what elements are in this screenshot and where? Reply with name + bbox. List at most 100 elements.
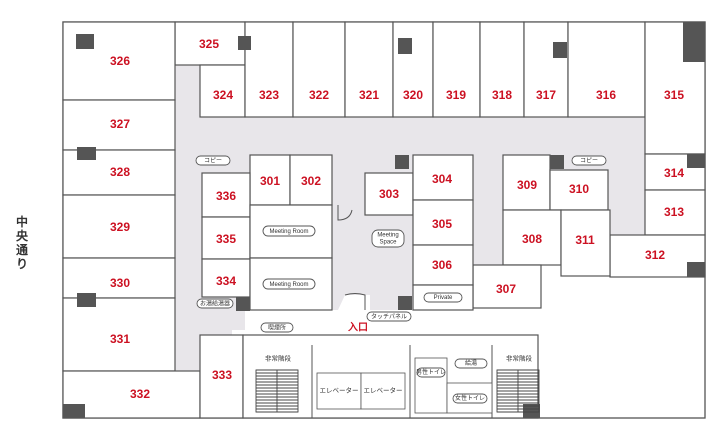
smoking-room-label: 喫煙所 bbox=[268, 324, 286, 332]
room-label-303: 303 bbox=[379, 187, 399, 201]
room-320[interactable] bbox=[392, 21, 434, 118]
smoking-room-pill bbox=[260, 322, 294, 333]
room-307[interactable] bbox=[472, 264, 542, 309]
door-arc-entrance bbox=[344, 293, 366, 310]
room-321[interactable] bbox=[344, 21, 394, 118]
street-label-char: 通 bbox=[16, 242, 28, 257]
room-label-307: 307 bbox=[496, 282, 516, 296]
elevator-2-label: エレベーター bbox=[364, 386, 403, 395]
meeting-room-1-pill[interactable] bbox=[262, 225, 316, 237]
room-label-319: 319 bbox=[446, 88, 466, 102]
emergency-stairs-right-graphic bbox=[496, 369, 540, 413]
room-label-324: 324 bbox=[213, 88, 233, 102]
meeting-space-label-2: Space bbox=[379, 240, 397, 246]
private-label: Private bbox=[434, 295, 453, 301]
emergency-stairs-left-label: 非常階段 bbox=[265, 354, 292, 363]
corridor bbox=[175, 65, 645, 415]
kitchen-left-label: お湯給湯器 bbox=[200, 300, 230, 308]
mens-toilet-pill bbox=[416, 367, 446, 378]
room-334[interactable] bbox=[201, 258, 251, 298]
room-313[interactable] bbox=[644, 189, 706, 236]
kitchen-right-pill bbox=[454, 358, 488, 369]
meeting-space-label-1: Meeting bbox=[377, 233, 398, 239]
kitchen-right-label: 給湯 bbox=[465, 359, 477, 367]
street-label-char: 央 bbox=[16, 228, 29, 243]
room-label-311: 311 bbox=[575, 233, 595, 247]
mens-toilet-label: 男性トイレ bbox=[416, 368, 446, 376]
emergency-stairs-right-label: 非常階段 bbox=[506, 354, 533, 363]
room-label-334: 334 bbox=[216, 274, 236, 288]
meeting-room-2-pill[interactable] bbox=[262, 278, 316, 290]
room-317[interactable] bbox=[523, 21, 569, 118]
room-331[interactable] bbox=[62, 297, 176, 372]
room-label-321: 321 bbox=[359, 88, 379, 102]
emergency-stairs-left-graphic bbox=[255, 369, 299, 413]
room-306[interactable] bbox=[412, 244, 474, 286]
room-label-323: 323 bbox=[259, 88, 279, 102]
room-label-332: 332 bbox=[130, 387, 150, 401]
room-label-326: 326 bbox=[110, 54, 130, 68]
copy-pill-2 bbox=[571, 155, 607, 166]
room-333[interactable] bbox=[199, 334, 244, 419]
private-pill[interactable] bbox=[423, 292, 463, 303]
room-label-335: 335 bbox=[216, 232, 236, 246]
room-label-320: 320 bbox=[403, 88, 423, 102]
meeting-space-pill[interactable] bbox=[371, 229, 405, 248]
room-302[interactable] bbox=[289, 154, 333, 206]
meeting-room-2-label: Meeting Room bbox=[269, 282, 308, 288]
room-label-309: 309 bbox=[517, 178, 537, 192]
room-label-333: 333 bbox=[212, 368, 232, 382]
room-319[interactable] bbox=[432, 21, 481, 118]
room-310[interactable] bbox=[549, 169, 609, 211]
room-label-328: 328 bbox=[110, 165, 130, 179]
room-label-336: 336 bbox=[216, 189, 236, 203]
elevator-1-label: エレベーター bbox=[320, 386, 359, 395]
womens-toilet-pill bbox=[452, 393, 488, 404]
room-label-325: 325 bbox=[199, 37, 219, 51]
room-305[interactable] bbox=[412, 199, 474, 246]
womens-toilet-label: 女性トイレ bbox=[455, 394, 485, 402]
room-label-317: 317 bbox=[536, 88, 556, 102]
room-304[interactable] bbox=[412, 154, 474, 201]
touch-panel-label: タッチパネル bbox=[371, 313, 407, 321]
entrance-label: 入口 bbox=[348, 322, 368, 334]
mens-toilet-box bbox=[414, 357, 448, 414]
room-label-301: 301 bbox=[260, 174, 280, 188]
door-arc-303 bbox=[337, 205, 353, 221]
room-label-306: 306 bbox=[432, 258, 452, 272]
room-308[interactable] bbox=[502, 209, 562, 266]
room-309[interactable] bbox=[502, 154, 551, 211]
street-label-char: 中 bbox=[16, 214, 28, 229]
room-number-layer: 301 302 303 304 305 306 307 308 309 310 … bbox=[110, 37, 684, 401]
kitchen-left-pill bbox=[196, 298, 234, 309]
room-label-304: 304 bbox=[432, 172, 452, 186]
room-label-302: 302 bbox=[301, 174, 321, 188]
meeting-room-1-label: Meeting Room bbox=[269, 229, 308, 235]
room-label-316: 316 bbox=[596, 88, 616, 102]
room-label-318: 318 bbox=[492, 88, 512, 102]
room-label-313: 313 bbox=[664, 205, 684, 219]
room-label-308: 308 bbox=[522, 232, 542, 246]
elevator-2-box bbox=[360, 372, 406, 410]
room-336[interactable] bbox=[201, 172, 251, 218]
room-label-327: 327 bbox=[110, 117, 130, 131]
room-label-329: 329 bbox=[110, 220, 130, 234]
room-label-314: 314 bbox=[664, 166, 684, 180]
room-323[interactable] bbox=[244, 21, 294, 118]
copy-pill-1 bbox=[195, 155, 231, 166]
room-322[interactable] bbox=[292, 21, 346, 118]
room-327[interactable] bbox=[62, 99, 176, 151]
room-label-330: 330 bbox=[110, 276, 130, 290]
room-301[interactable] bbox=[249, 154, 291, 206]
room-316[interactable] bbox=[567, 21, 646, 118]
room-label-331: 331 bbox=[110, 332, 130, 346]
room-311[interactable] bbox=[560, 209, 611, 277]
touch-panel-pill bbox=[366, 311, 412, 322]
room-label-305: 305 bbox=[432, 217, 452, 231]
copy-label-2: コピー bbox=[580, 158, 598, 165]
room-318[interactable] bbox=[479, 21, 525, 118]
room-label-315: 315 bbox=[664, 88, 684, 102]
